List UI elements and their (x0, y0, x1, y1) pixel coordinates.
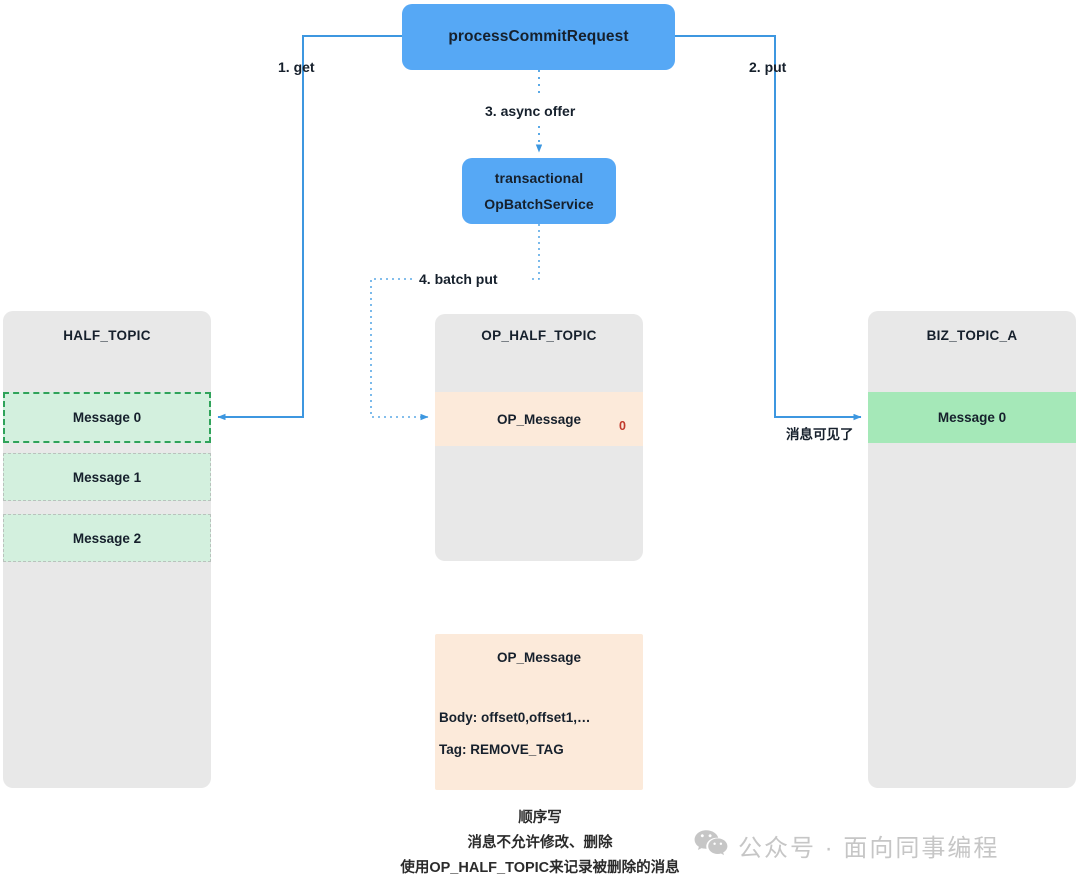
message-row-half-topic-0[interactable]: Message 0 (3, 392, 211, 443)
topic-column-op-half-topic: OP_HALF_TOPIC OP_Message 0 (435, 314, 643, 561)
card-op-message-detail: OP_Message Body: offset0,offset1,… Tag: … (435, 634, 643, 790)
caption-block: 顺序写 消息不允许修改、删除 使用OP_HALF_TOPIC来记录被删除的消息 (0, 806, 1080, 881)
topic-title-op-half-topic: OP_HALF_TOPIC (481, 328, 597, 343)
edge-get-path (217, 35, 402, 421)
node-op-batch-service-line1: transactional (494, 170, 584, 186)
topic-column-half-topic: HALF_TOPIC Message 0 Message 1 Message 2 (3, 311, 211, 788)
message-row-label: OP_Message (496, 411, 582, 427)
message-row-label: Message 2 (72, 530, 142, 546)
card-op-message-title: OP_Message (496, 650, 582, 665)
edge-label-message-visible: 消息可见了 (786, 427, 854, 442)
message-row-half-topic-2[interactable]: Message 2 (3, 514, 211, 562)
message-row-half-topic-1[interactable]: Message 1 (3, 453, 211, 501)
topic-title-half-topic: HALF_TOPIC (63, 328, 151, 343)
edge-label-batch-put: 4. batch put (419, 271, 498, 287)
card-op-message-tag: Tag: REMOVE_TAG (439, 742, 564, 757)
edge-batch-put-path-2 (370, 278, 429, 421)
topic-column-biz-topic-a: BIZ_TOPIC_A Message 0 (868, 311, 1076, 788)
message-row-index: 0 (619, 419, 626, 433)
caption-line-3: 使用OP_HALF_TOPIC来记录被删除的消息 (400, 860, 680, 876)
node-process-commit-request[interactable]: processCommitRequest (402, 4, 675, 70)
message-row-label: Message 1 (72, 469, 142, 485)
topic-title-biz-topic-a: BIZ_TOPIC_A (926, 328, 1018, 343)
edge-label-put: 2. put (749, 59, 787, 75)
caption-line-1: 顺序写 (518, 810, 562, 826)
watermark-text: 公众号 · 面向同事编程 (738, 835, 1000, 862)
message-row-label: Message 0 (72, 410, 142, 425)
message-row-biz-topic-a-0[interactable]: Message 0 (868, 392, 1076, 443)
card-op-message-body: Body: offset0,offset1,… (439, 710, 591, 725)
edge-label-async-offer: 3. async offer (485, 103, 576, 119)
watermark: 公众号 · 面向同事编程 (694, 828, 999, 863)
node-op-batch-service-line2: OpBatchService (484, 196, 594, 212)
node-process-commit-request-label: processCommitRequest (448, 28, 629, 45)
edge-batch-put-path (532, 224, 540, 280)
caption-line-2: 消息不允许修改、删除 (467, 835, 613, 851)
node-transactional-op-batch-service[interactable]: transactional OpBatchService (462, 158, 616, 224)
message-row-label: Message 0 (937, 410, 1007, 425)
wechat-icon (694, 829, 728, 862)
edge-put-path (675, 35, 862, 421)
edge-label-get: 1. get (278, 59, 315, 75)
message-row-op-half-topic-0[interactable]: OP_Message 0 (435, 392, 643, 446)
